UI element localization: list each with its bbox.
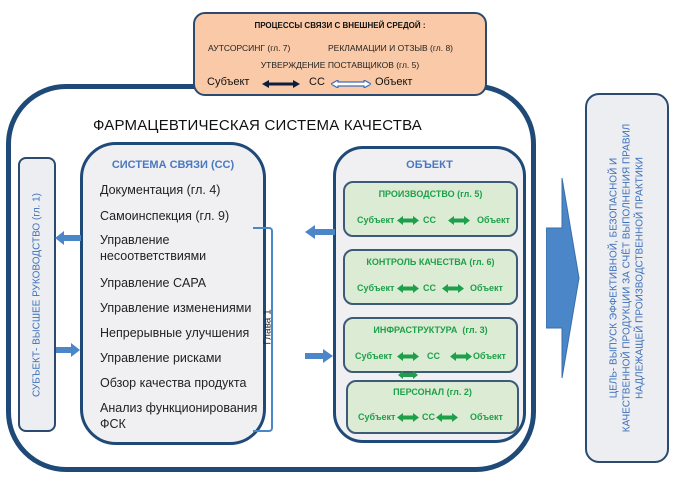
- card-cc: СС: [427, 351, 440, 361]
- external-processes-box: ПРОЦЕССЫ СВЯЗИ С ВНЕШНЕЙ СРЕДОЙ : АУТСОР…: [193, 12, 487, 96]
- external-object-label: Объект: [375, 76, 413, 88]
- card-title: ИНФРАСТРУКТУРА (гл. 3): [373, 325, 488, 335]
- card-object: Объект: [470, 283, 503, 293]
- cc-item: Управление изменениями: [100, 301, 252, 315]
- card-relation-row: Субъект СС Объект: [348, 412, 517, 424]
- object-card-personnel: ПЕРСОНАЛ (гл. 2) Субъект СС Объект: [346, 380, 519, 434]
- object-card-quality-control: КОНТРОЛЬ КАЧЕСТВА (гл. 6) Субъект СС Объ…: [343, 249, 518, 305]
- double-arrow-icon: [397, 352, 419, 361]
- outsourcing-label: АУТСОРСИНГ (гл. 7): [208, 43, 291, 53]
- communication-system-title: СИСТЕМА СВЯЗИ (СС): [111, 159, 235, 171]
- card-cc: СС: [423, 283, 436, 293]
- card-subject: Субъект: [358, 412, 396, 422]
- cc-item: Управление рисками: [100, 351, 222, 365]
- double-arrow-icon: [448, 216, 470, 225]
- object-card-infrastructure: ИНФРАСТРУКТУРА (гл. 3) Субъект СС Объект: [343, 317, 518, 373]
- cc-item: Обзор качества продукта: [100, 376, 247, 390]
- card-relation-row: Субъект СС Объект: [345, 351, 516, 363]
- external-cc-label: СС: [309, 76, 325, 88]
- goal-line: НАДЛЕЖАЩЕЙ ПРОИЗВОДСТВЕННОЙ ПРАКТИКИ: [634, 157, 646, 399]
- communication-system-box: СИСТЕМА СВЯЗИ (СС) Документация (гл. 4) …: [80, 142, 266, 445]
- goal-text: ЦЕЛЬ- ВЫПУСК ЭФФЕКТИВНОЙ, БЕЗОПАСНОЙ И К…: [608, 124, 647, 433]
- card-relation-row: Субъект СС Объект: [345, 283, 516, 295]
- double-arrow-icon: [436, 413, 458, 422]
- chapter-1-label: Глава 1: [262, 309, 274, 345]
- double-arrow-icon: [450, 352, 472, 361]
- card-relation-row: Субъект СС Объект: [345, 215, 516, 227]
- subject-box: СУБЪЕКТ- ВЫСШЕЕ РУКОВОДСТВО (гл. 1): [18, 157, 56, 432]
- card-object: Объект: [470, 412, 503, 422]
- card-object: Объект: [473, 351, 506, 361]
- big-right-arrow-icon: [546, 178, 580, 378]
- object-box: ОБЪЕКТ ПРОИЗВОДСТВО (гл. 5) Субъект СС О…: [333, 146, 526, 443]
- card-title: ПЕРСОНАЛ (гл. 2): [393, 387, 472, 397]
- arrow-right-icon: [305, 349, 333, 363]
- subject-label: СУБЪЕКТ- ВЫСШЕЕ РУКОВОДСТВО (гл. 1): [31, 192, 43, 397]
- double-arrow-icon: [397, 284, 419, 293]
- goal-line: ЦЕЛЬ- ВЫПУСК ЭФФЕКТИВНОЙ, БЕЗОПАСНОЙ И: [608, 157, 620, 399]
- suppliers-label: УТВЕРЖДЕНИЕ ПОСТАВЩИКОВ (гл. 5): [260, 60, 420, 70]
- chapter-bracket: [253, 227, 273, 432]
- cc-item: Управление несоответствиями: [100, 233, 207, 263]
- object-title: ОБЪЕКТ: [406, 159, 453, 171]
- goal-line: КАЧЕСТВЕННОЙ ПРОДУКЦИИ ЗА СЧЁТ ВЫПОЛНЕНИ…: [621, 123, 633, 433]
- double-arrow-icon: [398, 371, 418, 379]
- double-arrow-icon: [442, 284, 464, 293]
- cc-item: Анализ функционирования ФСК: [100, 401, 258, 431]
- complaints-label: РЕКЛАМАЦИИ И ОТЗЫВ (гл. 8): [328, 43, 454, 53]
- arrow-left-icon: [55, 231, 81, 245]
- card-cc: СС: [422, 412, 435, 422]
- arrow-left-icon: [305, 225, 335, 239]
- card-subject: Субъект: [357, 215, 395, 225]
- card-title: ПРОИЗВОДСТВО (гл. 5): [378, 189, 483, 199]
- card-object: Объект: [477, 215, 510, 225]
- double-arrow-icon: [397, 216, 419, 225]
- double-arrow-icon: [262, 80, 300, 88]
- cc-item: Непрерывные улучшения: [100, 326, 250, 340]
- cc-item: Документация (гл. 4): [100, 183, 221, 197]
- goal-box: ЦЕЛЬ- ВЫПУСК ЭФФЕКТИВНОЙ, БЕЗОПАСНОЙ И К…: [585, 93, 669, 463]
- double-arrow-icon: [397, 413, 419, 422]
- external-processes-title: ПРОЦЕССЫ СВЯЗИ С ВНЕШНЕЙ СРЕДОЙ :: [254, 21, 426, 30]
- main-title: ФАРМАЦЕВТИЧЕСКАЯ СИСТЕМА КАЧЕСТВА: [93, 117, 423, 134]
- card-cc: СС: [423, 215, 436, 225]
- card-title: КОНТРОЛЬ КАЧЕСТВА (гл. 6): [366, 257, 495, 267]
- external-subject-label: Субъект: [207, 76, 250, 88]
- double-arrow-icon: [331, 80, 371, 88]
- card-subject: Субъект: [357, 283, 395, 293]
- cc-item: Самоинспекция (гл. 9): [100, 209, 230, 223]
- object-card-production: ПРОИЗВОДСТВО (гл. 5) Субъект СС Объект: [343, 181, 518, 237]
- arrow-right-icon: [56, 343, 80, 357]
- card-subject: Субъект: [355, 351, 393, 361]
- cc-item: Управление CAPA: [100, 276, 207, 290]
